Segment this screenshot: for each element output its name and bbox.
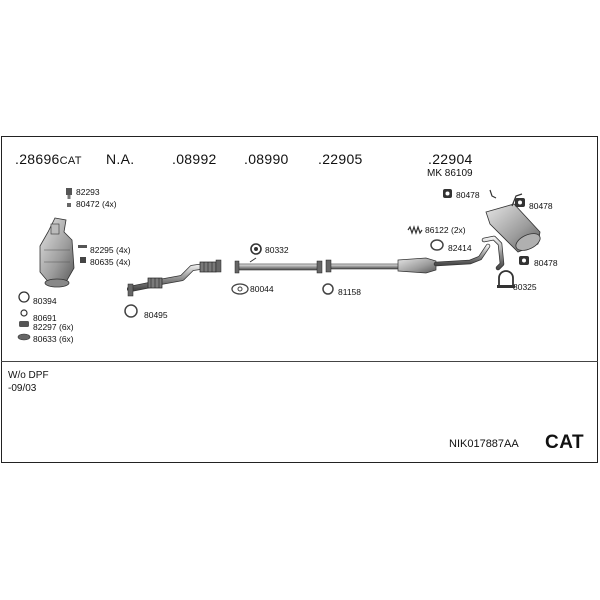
clamp-icon bbox=[250, 243, 262, 255]
part-80325: 80325 bbox=[513, 282, 537, 292]
ref-08990: .08990 bbox=[244, 151, 289, 167]
kit-code: NIK017887AA bbox=[449, 438, 519, 450]
clamp-icon bbox=[497, 270, 515, 288]
ref-08992: .08992 bbox=[172, 151, 217, 167]
diagram-frame bbox=[1, 136, 598, 463]
part-81158: 81158 bbox=[338, 287, 362, 297]
ref-22904: .22904 bbox=[428, 151, 473, 167]
part-80691: 80691 bbox=[33, 313, 57, 323]
stud-icon bbox=[78, 245, 87, 248]
part-80495: 80495 bbox=[144, 310, 168, 320]
part-82295: 82295 (4x) bbox=[90, 245, 131, 255]
kit-note: MK 86109 bbox=[427, 168, 473, 179]
spring-icon bbox=[407, 225, 423, 235]
frame-divider bbox=[1, 361, 598, 362]
bolt-icon bbox=[19, 321, 29, 327]
nut-icon bbox=[67, 203, 71, 207]
nut-icon bbox=[80, 257, 86, 263]
centre-silencer-pipe bbox=[325, 243, 491, 274]
bolt-icon bbox=[66, 188, 72, 199]
part-82297: 82297 (6x) bbox=[33, 322, 74, 332]
sealing-ring-icon bbox=[322, 283, 334, 295]
part-80332: 80332 bbox=[265, 245, 289, 255]
part-80478-top: 80478 bbox=[456, 190, 480, 200]
nut-icon bbox=[17, 333, 31, 341]
part-80472: 80472 (4x) bbox=[76, 199, 117, 209]
rubber-hanger-icon bbox=[515, 198, 525, 207]
kit-type-label: CAT bbox=[545, 432, 585, 453]
part-82293: 82293 bbox=[76, 187, 100, 197]
part-80478-lower: 80478 bbox=[534, 258, 558, 268]
part-86122: 86122 (2x) bbox=[425, 225, 466, 235]
ref-na: N.A. bbox=[106, 151, 135, 167]
front-pipe bbox=[127, 259, 222, 297]
sealing-ring-icon bbox=[18, 291, 30, 303]
part-80044: 80044 bbox=[250, 284, 274, 294]
ref-28696: .28696CAT bbox=[15, 151, 82, 167]
intermediate-pipe-1 bbox=[234, 257, 323, 274]
part-80633: 80633 (6x) bbox=[33, 334, 74, 344]
rubber-hanger-icon bbox=[443, 189, 452, 198]
note-wo-dpf: W/o DPF bbox=[8, 370, 49, 381]
part-80394: 80394 bbox=[33, 296, 57, 306]
ref-22905: .22905 bbox=[318, 151, 363, 167]
catalytic-converter bbox=[39, 217, 75, 288]
part-80478-right: 80478 bbox=[529, 201, 553, 211]
sealing-ring-icon bbox=[430, 239, 444, 251]
note-date: -09/03 bbox=[8, 383, 37, 394]
sealing-ring-icon bbox=[124, 304, 138, 318]
gasket-icon bbox=[231, 283, 249, 295]
rear-silencer bbox=[481, 189, 541, 271]
part-80635: 80635 (4x) bbox=[90, 257, 131, 267]
rubber-hanger-icon bbox=[519, 256, 529, 265]
part-82414: 82414 bbox=[448, 243, 472, 253]
washer-icon bbox=[20, 309, 28, 317]
